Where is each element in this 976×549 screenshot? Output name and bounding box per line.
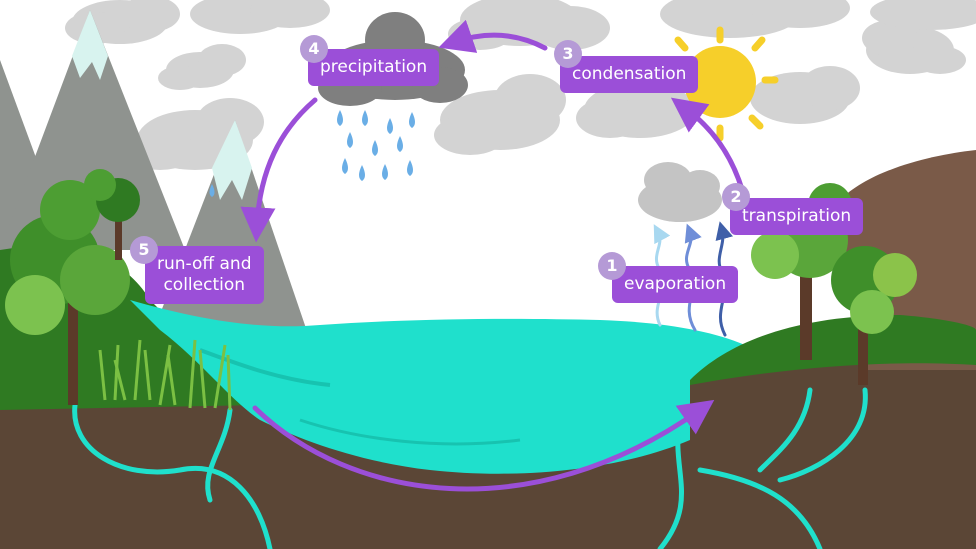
cloud-icon [638,162,722,222]
raindrop-icon [397,136,403,152]
raindrop-icon [387,118,393,134]
groundwater-channels [72,387,868,549]
stage-label-precipitation: precipitation [308,49,440,86]
raindrop-icon [409,112,415,128]
arrow-condensation-to-precipitation [438,19,548,53]
cloud-icon [660,0,850,38]
stage-number-4: 4 [300,35,328,63]
raindrop-icon [382,164,388,180]
cloud-icon [870,0,976,30]
raindrop-icon [362,110,368,126]
cloud-icon [576,82,696,138]
raindrop-icon [407,160,413,176]
cloud-icon [750,66,860,124]
trees-left [5,169,140,405]
stage-number-5: 5 [130,236,158,264]
arrow-runoff-to-evaporation [252,399,715,492]
stage-label-evaporation: evaporation [612,266,739,303]
background-clouds [65,0,976,170]
raindrop-icon [347,132,353,148]
stage-number-2: 2 [722,183,750,211]
tree-icon [84,169,140,260]
raindrop-icon [209,184,215,197]
arrow-precipitation-to-runoff [240,97,318,243]
raindrop-icon [337,110,343,126]
raindrop-icon [372,140,378,156]
stage-label-transpiration: transpiration [730,198,864,235]
raindrops [209,110,415,197]
mountain-icon [0,10,185,250]
stage-label-condensation: condensation [560,56,699,93]
cloud-icon [862,20,966,74]
cloud-icon [190,0,330,34]
tree-icon [5,180,130,405]
right-grass-bank [690,315,976,385]
stage-number-3: 3 [554,40,582,68]
stage-label-run-off-and-collection: run-off and collection [145,246,264,304]
cloud-icon [158,44,246,90]
tree-icon [831,246,917,385]
cloud-icon [434,74,566,155]
stage-number-1: 1 [598,252,626,280]
cycle-arrows [240,19,748,492]
raindrop-icon [342,158,348,174]
raindrop-icon [359,165,365,181]
reeds [98,339,232,411]
